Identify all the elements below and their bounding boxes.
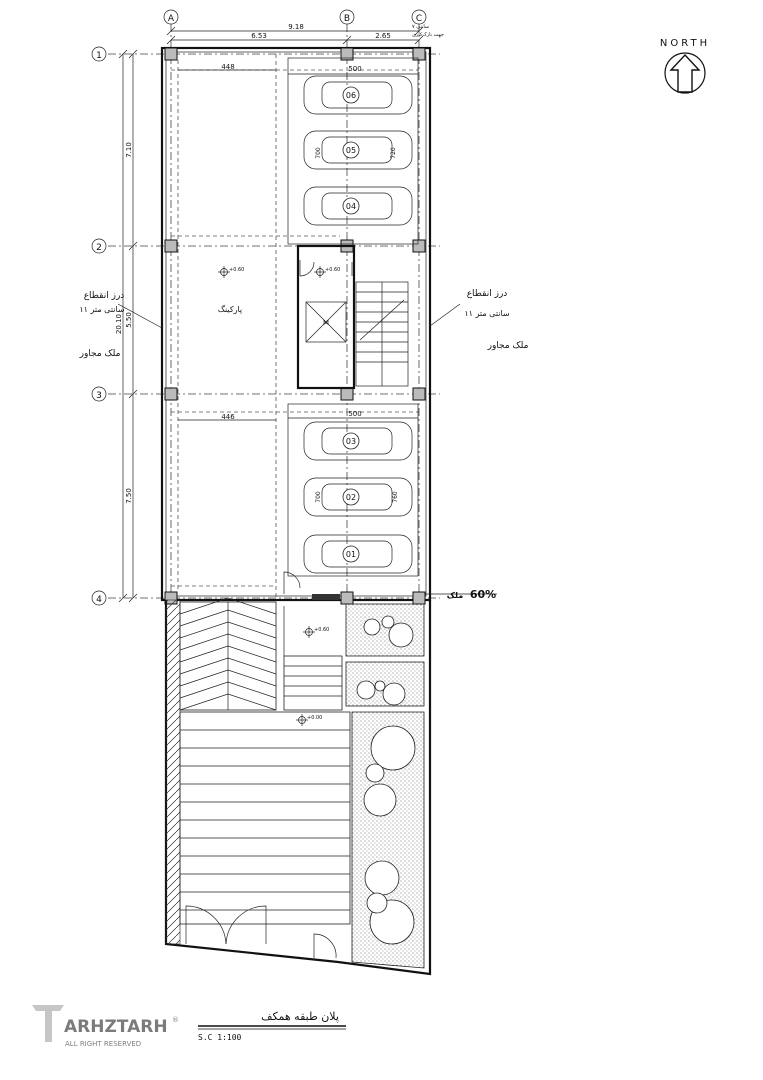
elevator-mark: M — [323, 319, 329, 327]
car-03: 03 — [303, 421, 413, 461]
car-01: 01 — [303, 534, 413, 574]
dim-top-bc: 2.65 — [375, 32, 391, 40]
left-joint-label-2: ۱۱ سانتی متر — [79, 305, 125, 314]
svg-text:A: A — [168, 14, 175, 24]
left-neighbor-label: ملک مجاور — [79, 349, 121, 359]
parking-level: +0.60 — [229, 267, 244, 273]
dim-upper-parking-width: 500 — [348, 65, 361, 73]
dim-upper-stall-h1: 700 — [315, 147, 322, 159]
svg-text:02: 02 — [346, 493, 356, 502]
dim-lower-parking-width: 500 — [348, 410, 361, 418]
right-joint-arrow — [429, 303, 461, 327]
plan-title: پلان طبقه همکف — [261, 1010, 339, 1023]
left-joint-arrow — [117, 303, 163, 329]
svg-text:3: 3 — [96, 391, 102, 401]
car-05: 05 — [303, 130, 413, 170]
grid-bubble-c: C — [411, 9, 427, 25]
svg-text:2: 2 — [96, 243, 102, 253]
dim-top-ab: 6.53 — [251, 32, 267, 40]
dim-lower-width: 446 — [221, 413, 235, 421]
svg-text:01: 01 — [346, 550, 356, 559]
dim-lower-stall-h2: 760 — [392, 491, 399, 503]
title-underline — [198, 1025, 346, 1030]
lower-parking-area — [178, 403, 419, 577]
entry-level: +0.60 — [314, 627, 329, 633]
car-04: 04 — [303, 186, 413, 226]
right-joint-label-1: درز انقطاع — [467, 289, 508, 299]
entry-level-marker — [303, 626, 315, 638]
dim-left-2-3: 5.50 — [125, 312, 133, 328]
left-joint-label-1: درز انقطاع — [84, 291, 125, 301]
building-walls — [160, 46, 432, 605]
dim-top-total: 9.18 — [288, 23, 304, 31]
svg-text:®: ® — [172, 1016, 179, 1024]
svg-text:B: B — [344, 14, 350, 24]
svg-text:04: 04 — [346, 202, 356, 211]
grid-bubble-b: B — [339, 9, 355, 25]
dim-upper-stall-h2: 720 — [390, 147, 397, 159]
grid-bubble-a: A — [163, 9, 179, 25]
dim-lower-stall-h1: 700 — [315, 491, 322, 503]
upper-parking-area — [178, 57, 419, 245]
car-06: 06 — [303, 75, 413, 115]
left-dimension-lines — [118, 49, 138, 603]
svg-text:ALL RIGHT RESERVED: ALL RIGHT RESERVED — [65, 1040, 141, 1048]
svg-text:03: 03 — [346, 437, 356, 446]
lobby-level: +0.60 — [325, 267, 340, 273]
sixty-percent-value: 60% — [470, 588, 496, 601]
svg-text:4: 4 — [96, 595, 102, 605]
lobby-level-marker — [314, 266, 326, 278]
svg-text:06: 06 — [346, 91, 356, 100]
svg-text:05: 05 — [346, 146, 356, 155]
svg-text:1: 1 — [96, 51, 102, 61]
north-arrow-icon — [664, 52, 706, 94]
dim-upper-width: 448 — [221, 63, 234, 71]
top-dimension-lines — [166, 26, 424, 45]
parking-level-marker — [218, 266, 230, 278]
grid-bubble-3: 3 — [91, 386, 107, 402]
street-level: +0.00 — [307, 715, 322, 721]
dim-top-note-2: جهت نازک‌کاری — [412, 31, 444, 38]
right-neighbor-label: ملک مجاور — [487, 341, 529, 351]
svg-text:ARHZTARH: ARHZTARH — [64, 1017, 168, 1037]
grid-bubble-4: 4 — [91, 590, 107, 606]
arhztarh-logo: ARHZTARH ALL RIGHT RESERVED ® — [32, 1005, 179, 1048]
dim-left-total: 20.10 — [115, 314, 123, 334]
dim-left-1-2: 7.10 — [125, 142, 133, 158]
grid-lines — [108, 24, 440, 600]
parking-label: پارکینگ — [218, 304, 242, 314]
dim-top-note-1: ۷ سانتی — [412, 24, 429, 30]
dim-left-3-4: 7.50 — [125, 488, 133, 504]
right-joint-label-2: ۱۱ سانتی متر — [464, 309, 510, 318]
trees — [356, 615, 416, 945]
lobby-walls — [296, 244, 356, 390]
car-02: 02 — [303, 477, 413, 517]
plan-scale: S.C 1:100 — [198, 1033, 242, 1042]
grid-bubble-2: 2 — [91, 238, 107, 254]
sixty-percent-line — [283, 571, 497, 600]
sixty-percent-word: ملک — [447, 591, 463, 600]
staircase — [355, 281, 409, 387]
street-level-marker — [296, 714, 308, 726]
svg-text:C: C — [416, 14, 422, 24]
grid-bubble-1: 1 — [91, 46, 107, 62]
north-label: NORTH — [660, 38, 710, 49]
